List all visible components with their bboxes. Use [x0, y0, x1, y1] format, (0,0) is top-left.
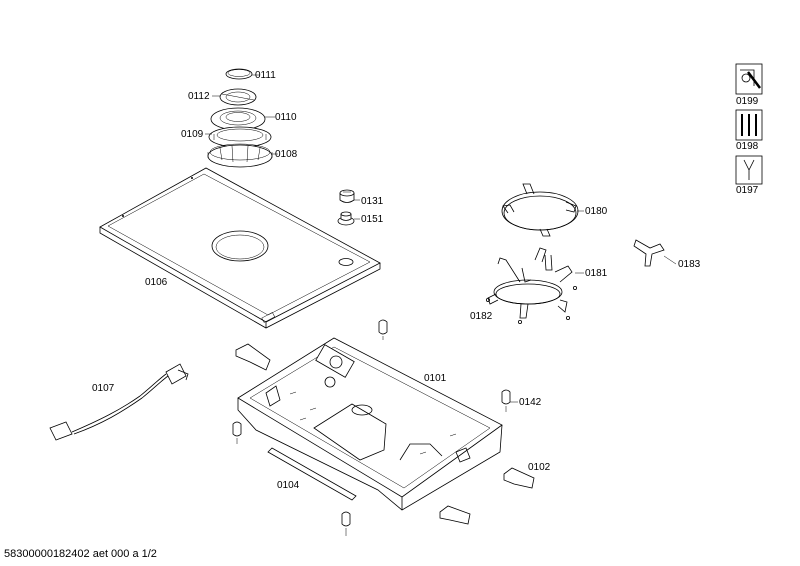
label-0181: 0181	[585, 268, 608, 279]
label-0104: 0104	[277, 480, 300, 491]
tray-foot-left	[232, 421, 242, 444]
leader-lines	[205, 74, 677, 403]
control-knob-0131	[339, 189, 355, 203]
hob-top-plate-0106	[99, 167, 381, 329]
label-0151: 0151	[361, 214, 384, 225]
service-icon-0198	[735, 109, 763, 141]
label-0107: 0107	[92, 383, 115, 394]
wok-clip-0183	[633, 239, 665, 267]
burner-cap-0111	[225, 68, 253, 80]
label-0197: 0197	[736, 185, 759, 196]
label-0110: 0110	[275, 112, 297, 123]
document-footer: 58300000182402 aet 000 a 1/2	[4, 548, 157, 560]
label-0109: 0109	[181, 129, 204, 140]
label-0101: 0101	[424, 373, 447, 384]
label-0102: 0102	[528, 462, 551, 473]
seal-strip-0104	[267, 447, 357, 501]
mounting-clamp-0102	[439, 467, 535, 525]
base-tray-0101	[237, 337, 503, 511]
power-cable-0107	[49, 363, 189, 441]
service-icon-0199	[735, 63, 763, 95]
label-0183: 0183	[678, 259, 701, 270]
label-0111: 0111	[255, 70, 276, 81]
label-0198: 0198	[736, 141, 759, 152]
tray-foot	[378, 319, 388, 340]
knob-bezel-0151	[337, 211, 355, 226]
label-0112: 0112	[188, 91, 210, 102]
label-0131: 0131	[361, 196, 384, 207]
mounting-bracket	[235, 343, 271, 371]
label-0142: 0142	[519, 397, 542, 408]
tray-foot-0142	[501, 389, 511, 412]
flame-spreader-0112	[219, 88, 257, 106]
label-0108: 0108	[275, 149, 298, 160]
label-0106: 0106	[145, 277, 168, 288]
burner-body-0109	[208, 126, 272, 148]
service-icon-0197	[735, 155, 763, 185]
pan-support-ring-0180	[501, 183, 579, 237]
label-0199: 0199	[736, 96, 759, 107]
burner-base-0108	[207, 143, 273, 168]
label-0180: 0180	[585, 206, 608, 217]
label-0182: 0182	[470, 311, 493, 322]
tray-foot-bottom	[341, 511, 351, 536]
pan-support-0181	[485, 247, 578, 324]
